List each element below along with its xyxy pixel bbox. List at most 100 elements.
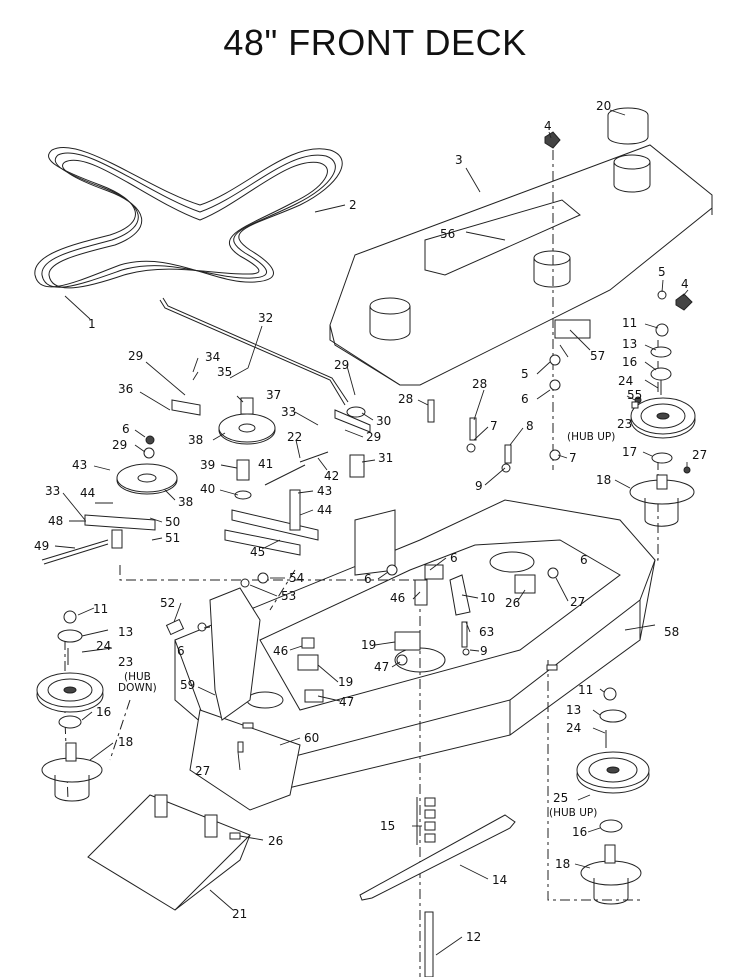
callout-25: 25 xyxy=(553,791,568,805)
deck-housing xyxy=(174,499,656,811)
callout-49: 49 xyxy=(34,539,49,553)
callout-63: 63 xyxy=(479,625,494,639)
callout-32: 32 xyxy=(258,311,273,325)
callout-21: 21 xyxy=(232,907,247,921)
callout-13: 13 xyxy=(566,703,581,717)
callout-58: 58 xyxy=(664,625,679,639)
leader-lines xyxy=(54,109,689,956)
knob-4-right xyxy=(657,290,693,311)
callout-27: 27 xyxy=(195,764,210,778)
callout-18: 18 xyxy=(118,735,133,749)
callout-4: 4 xyxy=(681,277,689,291)
callout-24: 24 xyxy=(618,374,633,388)
callout-6: 6 xyxy=(364,572,372,586)
callout-60: 60 xyxy=(304,731,319,745)
callout-6: 6 xyxy=(122,422,130,436)
callout-45: 45 xyxy=(250,545,265,559)
callout-26: 26 xyxy=(268,834,283,848)
callout-57: 57 xyxy=(590,349,605,363)
callout-10: 10 xyxy=(480,591,495,605)
hub-up-note: (HUB UP) xyxy=(549,807,597,819)
discharge-chute xyxy=(87,794,251,911)
callout-23: 23 xyxy=(118,655,133,669)
bracket-upper xyxy=(354,509,396,576)
hub-up-note: (HUB UP) xyxy=(567,431,615,443)
callout-7: 7 xyxy=(569,451,577,465)
callout-55: 55 xyxy=(627,388,642,402)
callout-20: 20 xyxy=(596,99,611,113)
callout-16: 16 xyxy=(96,705,111,719)
drive-belt xyxy=(34,147,343,289)
callout-6: 6 xyxy=(580,553,588,567)
idler-linkage xyxy=(41,297,371,565)
callout-6: 6 xyxy=(450,551,458,565)
callout-59: 59 xyxy=(180,678,195,692)
callout-51: 51 xyxy=(165,531,180,545)
callout-7: 7 xyxy=(490,419,498,433)
callout-11: 11 xyxy=(578,683,593,697)
callout-52: 52 xyxy=(160,596,175,610)
callout-28: 28 xyxy=(398,392,413,406)
cap-20 xyxy=(607,107,649,145)
callout-24: 24 xyxy=(96,639,111,653)
callout-38: 38 xyxy=(188,433,203,447)
callout-47: 47 xyxy=(339,695,354,709)
deck-cover xyxy=(329,144,713,386)
callout-40: 40 xyxy=(200,482,215,496)
callout-16: 16 xyxy=(622,355,637,369)
callout-28: 28 xyxy=(472,377,487,391)
callout-38: 38 xyxy=(178,495,193,509)
callout-labels: 1 2 3 4 4 5 5 6 6 6 6 6 6 7 7 8 9 9 10 1… xyxy=(34,99,707,944)
callout-31: 31 xyxy=(378,451,393,465)
callout-42: 42 xyxy=(324,469,339,483)
callout-11: 11 xyxy=(93,602,108,616)
right-spindle-stack xyxy=(629,323,696,527)
callout-11: 11 xyxy=(622,316,637,330)
knob-4-top xyxy=(544,131,561,149)
callout-16: 16 xyxy=(572,825,587,839)
callout-22: 22 xyxy=(287,430,302,444)
callout-3: 3 xyxy=(455,153,463,167)
callout-27: 27 xyxy=(570,595,585,609)
callout-6: 6 xyxy=(177,644,185,658)
callout-9: 9 xyxy=(480,644,488,658)
callout-53: 53 xyxy=(281,589,296,603)
callout-43: 43 xyxy=(317,484,332,498)
callout-56: 56 xyxy=(440,227,455,241)
callout-27: 27 xyxy=(692,448,707,462)
callout-37: 37 xyxy=(266,388,281,402)
hardware xyxy=(165,354,639,840)
callout-36: 36 xyxy=(118,382,133,396)
callout-46: 46 xyxy=(390,591,405,605)
callout-50: 50 xyxy=(165,515,180,529)
callout-48: 48 xyxy=(48,514,63,528)
callout-1: 1 xyxy=(88,317,96,331)
callout-43: 43 xyxy=(72,458,87,472)
callout-18: 18 xyxy=(596,473,611,487)
callout-34: 34 xyxy=(205,350,220,364)
callout-29: 29 xyxy=(112,438,127,452)
left-spindle-stack xyxy=(36,610,104,802)
callout-29: 29 xyxy=(366,430,381,444)
callout-29: 29 xyxy=(334,358,349,372)
callout-13: 13 xyxy=(118,625,133,639)
callout-47: 47 xyxy=(374,660,389,674)
callout-44: 44 xyxy=(80,486,95,500)
callout-19: 19 xyxy=(338,675,353,689)
callout-33: 33 xyxy=(281,405,296,419)
blade-assembly xyxy=(359,797,516,977)
callout-9: 9 xyxy=(475,479,483,493)
callout-30: 30 xyxy=(376,414,391,428)
callout-8: 8 xyxy=(526,419,534,433)
callout-18: 18 xyxy=(555,857,570,871)
callout-13: 13 xyxy=(622,337,637,351)
callout-17: 17 xyxy=(622,445,637,459)
callout-2: 2 xyxy=(349,198,357,212)
callout-5: 5 xyxy=(521,367,529,381)
callout-33: 33 xyxy=(45,484,60,498)
hub-down-note: (HUB xyxy=(124,671,151,683)
callout-41: 41 xyxy=(258,457,273,471)
lower-right-spindle-stack xyxy=(576,687,650,905)
callout-39: 39 xyxy=(200,458,215,472)
callout-54: 54 xyxy=(289,571,304,585)
